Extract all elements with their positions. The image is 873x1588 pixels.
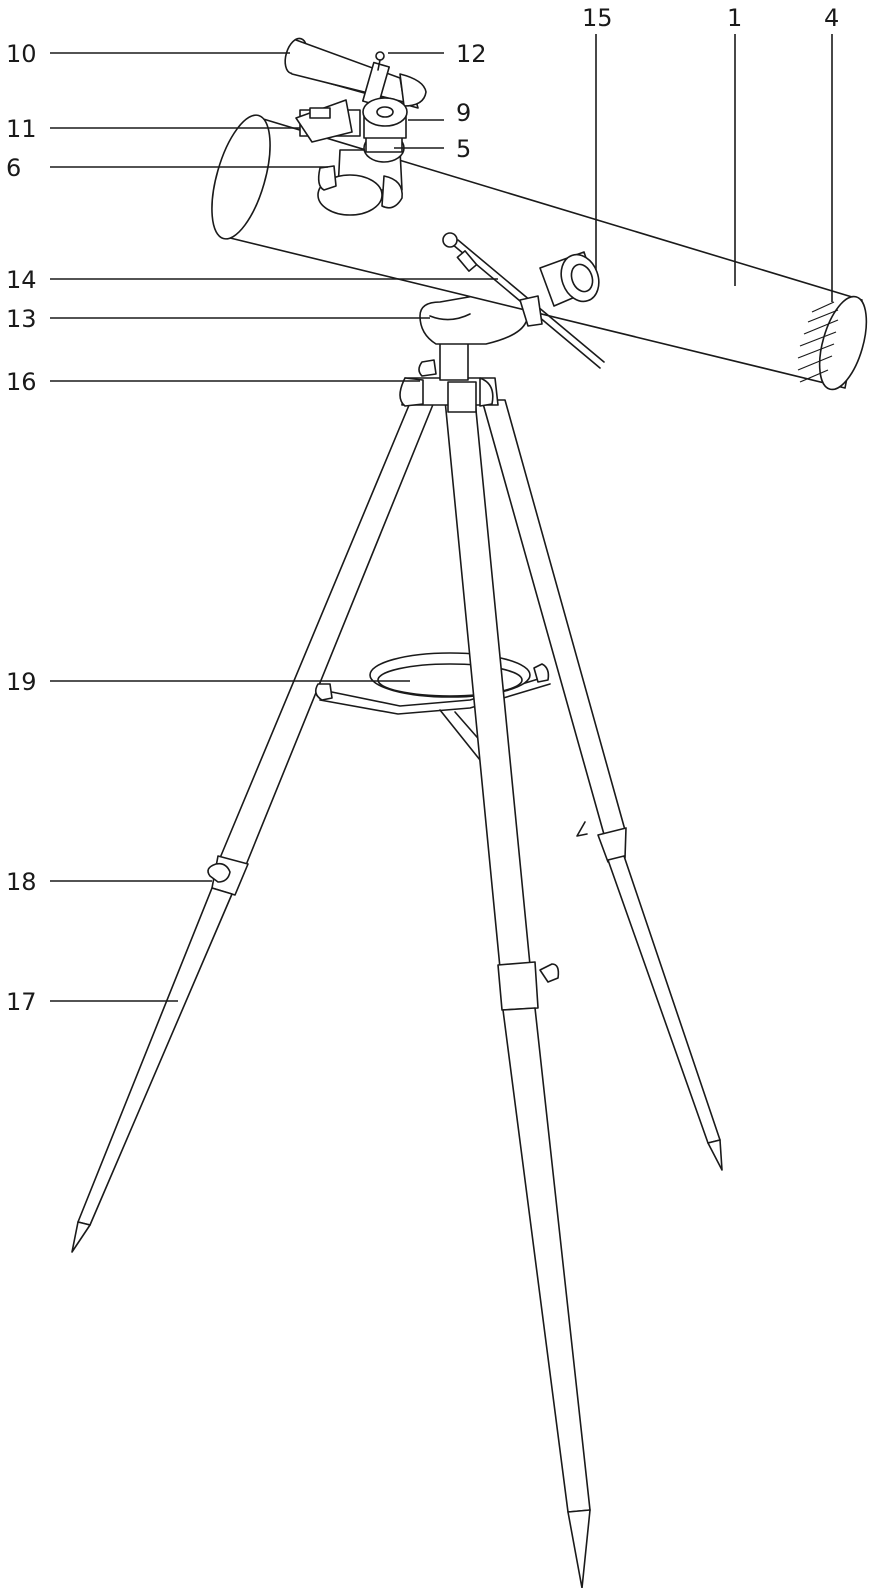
callout-19: 19 bbox=[6, 668, 37, 696]
tube-end-hatching bbox=[797, 301, 839, 383]
callout-1: 1 bbox=[727, 4, 742, 32]
tripod-leg-left bbox=[71, 397, 435, 1253]
accessory-tray bbox=[314, 652, 551, 761]
finder-scope bbox=[284, 37, 427, 143]
callout-10: 10 bbox=[6, 40, 37, 68]
slow-motion-rod bbox=[442, 232, 605, 369]
callout-11: 11 bbox=[6, 115, 37, 143]
focuser bbox=[317, 131, 405, 216]
callout-labels: 10 11 6 12 9 5 15 1 4 14 13 16 19 18 17 bbox=[6, 4, 839, 1016]
callout-13: 13 bbox=[6, 305, 37, 333]
optical-tube bbox=[211, 114, 868, 391]
callout-15: 15 bbox=[582, 4, 613, 32]
tripod-head bbox=[399, 359, 499, 413]
altitude-clutch bbox=[539, 251, 600, 307]
callout-4: 4 bbox=[824, 4, 839, 32]
callout-17: 17 bbox=[6, 988, 37, 1016]
callout-5: 5 bbox=[456, 135, 471, 163]
callout-9: 9 bbox=[456, 99, 471, 127]
leader-lines bbox=[50, 34, 833, 1002]
eyepiece bbox=[362, 97, 408, 139]
tripod-leg-center bbox=[444, 399, 591, 1588]
callout-12: 12 bbox=[456, 40, 487, 68]
callout-18: 18 bbox=[6, 868, 37, 896]
callout-6: 6 bbox=[6, 154, 21, 182]
callout-16: 16 bbox=[6, 368, 37, 396]
callout-14: 14 bbox=[6, 266, 37, 294]
tripod bbox=[71, 359, 723, 1588]
